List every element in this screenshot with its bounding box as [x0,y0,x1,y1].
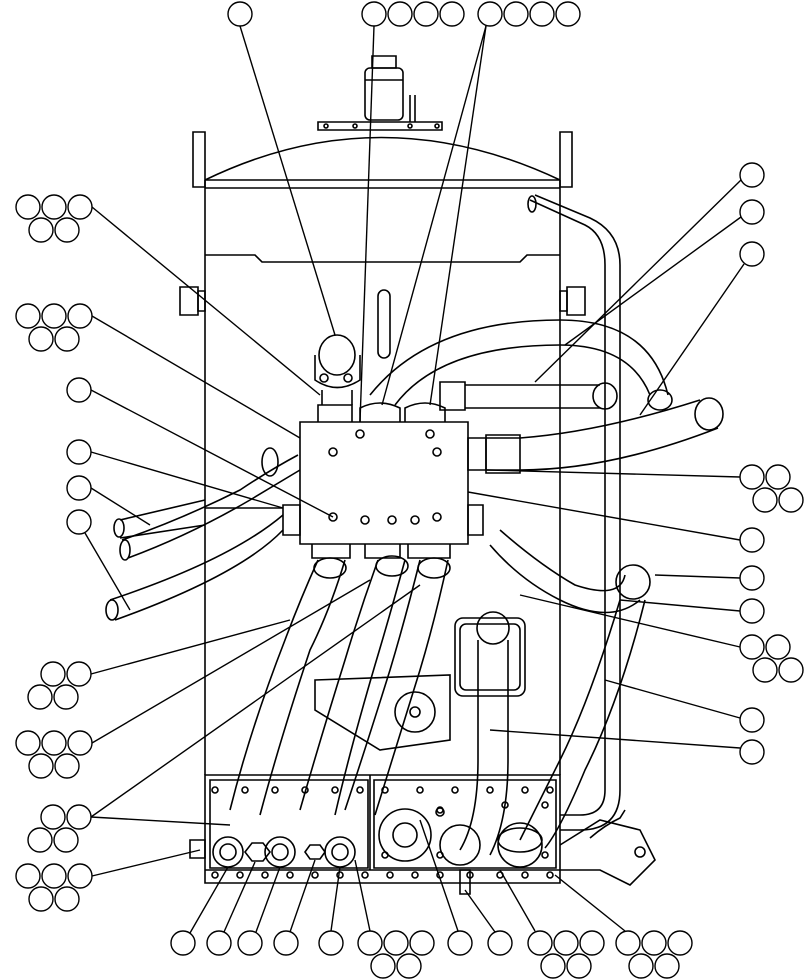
drain-plug [460,870,470,894]
callout-group [382,2,580,405]
callout-group [465,890,512,955]
callout-group [16,304,300,438]
callout-group [67,476,150,525]
callout-group [228,2,335,335]
callout-group [16,850,200,911]
left-boss [180,287,198,315]
callout-balloons [16,2,803,978]
callout-group [28,585,420,852]
callout-group [28,620,290,709]
flange-1 [213,837,243,867]
callout-group [319,867,343,955]
callout-group [468,492,764,552]
callout-group [565,200,764,345]
valve-block [300,422,468,544]
right-lifting-lug [560,132,572,187]
left-hoses [106,448,300,620]
callout-group [171,867,228,955]
tank-dome [205,138,560,181]
pressure-gauge [319,335,355,375]
manifold-block [283,335,486,558]
flange-6 [498,823,542,867]
callout-group [360,2,464,422]
callout-group [207,862,255,955]
left-lifting-lug [193,132,205,187]
flange-5 [440,825,480,865]
callout-group [605,680,764,732]
sight-gauge-slot [378,290,390,358]
return-pipe [528,195,620,830]
right-boss [567,287,585,315]
base-plate [205,775,560,883]
tank-body [180,56,585,775]
callout-group [520,595,803,682]
callout-group [16,195,320,395]
upper-hoses [370,320,723,473]
bottom-mounting-plate [190,775,655,894]
callout-group [67,378,333,517]
callout-group [420,820,472,955]
callout-group [16,580,370,778]
callout-group [500,870,604,978]
pump-housing [315,675,450,750]
callout-group [490,730,764,764]
callout-group [238,867,280,955]
callout-group [535,163,764,382]
callout-group [274,860,315,955]
flange-3 [325,837,355,867]
pump-port [395,692,435,732]
callout-group [640,242,764,415]
callout-group [555,875,692,978]
callout-group [620,599,764,623]
callout-group [487,465,803,512]
flange-4 [379,809,431,861]
callout-group [67,510,130,610]
callout-group [67,440,283,508]
callout-group [355,860,434,978]
callout-group [655,566,764,590]
